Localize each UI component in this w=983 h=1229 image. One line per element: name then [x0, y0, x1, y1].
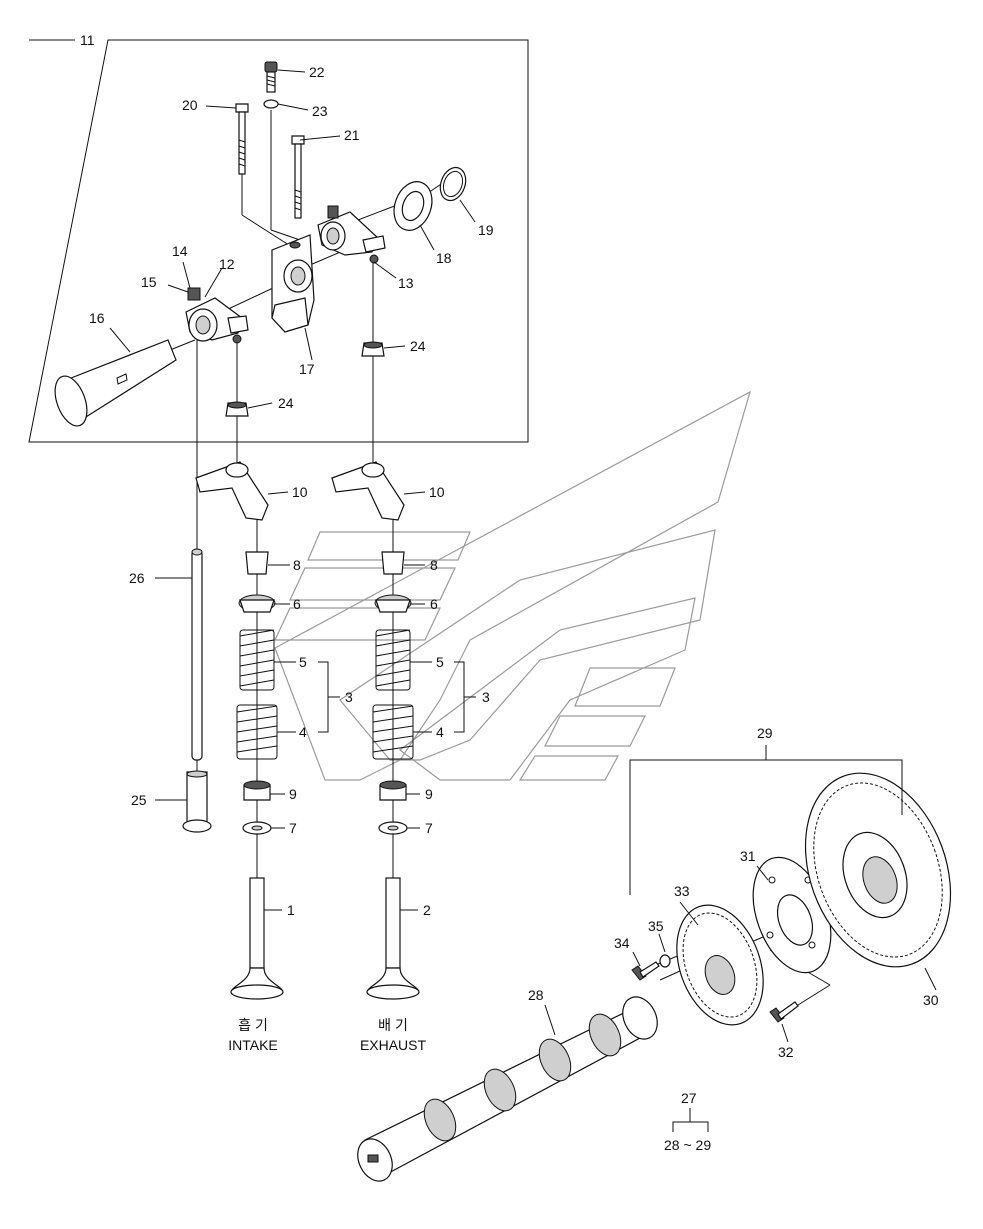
label-31: 31	[740, 848, 756, 864]
push-rod-26	[191, 548, 203, 761]
label-3-exhaust: 3	[482, 689, 490, 705]
label-6-intake: 6	[293, 596, 301, 612]
intake-korean-caption: 흡 기	[238, 1017, 268, 1033]
washer-23	[263, 99, 279, 109]
thrust-washer-18	[393, 181, 433, 231]
label-28: 28	[528, 987, 544, 1003]
label-9-exhaust: 9	[425, 786, 433, 802]
label-29: 29	[757, 725, 773, 741]
label-5-exhaust: 5	[436, 654, 444, 670]
label-23: 23	[312, 103, 328, 119]
label-1: 1	[287, 902, 295, 918]
label-17: 17	[299, 361, 315, 377]
rocker-shaft-16	[54, 339, 177, 427]
snap-ring-19	[439, 166, 467, 202]
label-24-right: 24	[410, 338, 426, 354]
captions: 흡 기 INTAKE 배 기 EXHAUST	[228, 1017, 426, 1053]
rocker-arm-12	[185, 287, 249, 344]
label-16: 16	[89, 310, 105, 326]
label-19: 19	[478, 222, 494, 238]
label-35: 35	[648, 918, 664, 934]
valve-bridge-10-exhaust	[331, 461, 405, 521]
label-21: 21	[344, 127, 360, 143]
intake-caption: INTAKE	[228, 1037, 278, 1053]
label-7-intake: 7	[289, 820, 297, 836]
label-7-exhaust: 7	[425, 820, 433, 836]
label-28-29-range: 28 ~ 29	[664, 1137, 711, 1153]
tappet-25	[182, 770, 212, 833]
label-8-intake: 8	[293, 557, 301, 573]
label-2: 2	[423, 902, 431, 918]
outer-spring-5-exhaust	[375, 629, 411, 691]
outer-spring-5-intake	[239, 629, 275, 691]
callout-labels: 11 22 23 20 21 19 18 13 14 12 15 16 17 2…	[80, 32, 939, 1153]
label-6-exhaust: 6	[430, 596, 438, 612]
assembly-frame	[28, 39, 529, 443]
exhaust-korean-caption: 배 기	[378, 1017, 408, 1033]
label-9-intake: 9	[289, 786, 297, 802]
washer-35	[659, 954, 671, 968]
label-30: 30	[923, 992, 939, 1008]
idler-gear-30	[804, 772, 952, 968]
rocker-arm-13	[317, 205, 386, 264]
label-11: 11	[80, 32, 95, 48]
label-24-left: 24	[278, 395, 294, 411]
label-12: 12	[219, 256, 235, 272]
label-4-intake: 4	[299, 724, 307, 740]
leader-lines	[109, 69, 937, 1132]
label-34: 34	[614, 935, 630, 951]
valve-bridge-10-intake	[195, 461, 269, 521]
label-3-intake: 3	[345, 689, 353, 705]
bolt-32	[769, 1001, 799, 1023]
label-22: 22	[309, 64, 325, 80]
label-26: 26	[129, 570, 145, 586]
intake-valve-stack	[230, 551, 284, 1000]
label-32: 32	[778, 1044, 794, 1060]
label-27: 27	[681, 1090, 697, 1106]
intake-valve-1	[230, 877, 284, 1000]
bolt-22	[264, 61, 278, 93]
label-20: 20	[182, 97, 198, 113]
watermark-logo	[274, 390, 751, 781]
adjuster-24	[225, 401, 249, 417]
rocker-support-17	[271, 234, 315, 333]
bolt-34	[631, 961, 660, 981]
label-8-exhaust: 8	[430, 557, 438, 573]
label-33: 33	[674, 883, 690, 899]
label-13: 13	[398, 275, 414, 291]
label-10-intake: 10	[292, 484, 308, 500]
label-5-intake: 5	[299, 654, 307, 670]
exhaust-valve-2	[366, 877, 420, 1000]
exhaust-valve-stack	[366, 551, 420, 1000]
label-4-exhaust: 4	[436, 724, 444, 740]
bolt-21	[291, 135, 305, 219]
cam-gear-33	[676, 904, 764, 1026]
label-14: 14	[172, 243, 188, 259]
label-10-exhaust: 10	[429, 484, 445, 500]
bolt-20	[235, 103, 249, 175]
label-18: 18	[436, 250, 452, 266]
adjuster-24-right	[361, 341, 385, 357]
label-25: 25	[131, 792, 147, 808]
camshaft-28	[357, 996, 658, 1182]
exhaust-caption: EXHAUST	[360, 1037, 427, 1053]
label-15: 15	[141, 274, 157, 290]
